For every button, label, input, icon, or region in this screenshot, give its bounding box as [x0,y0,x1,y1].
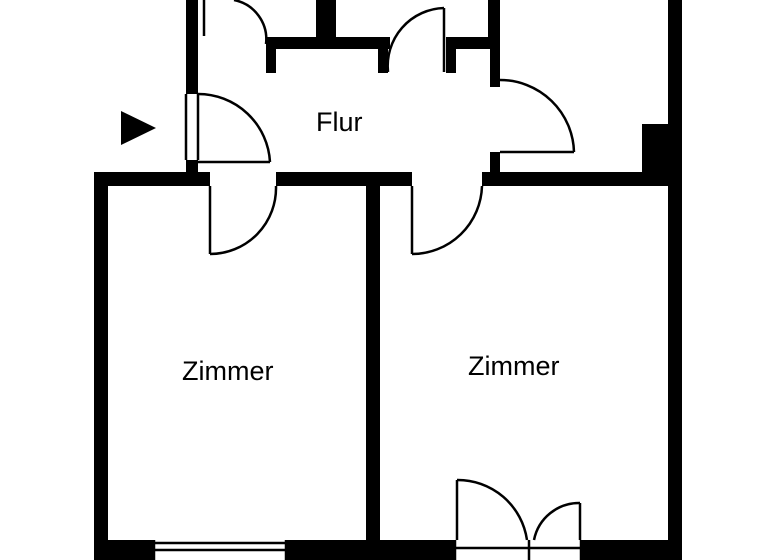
flur-west-wall [186,36,198,94]
door-zimmer-right [410,185,484,256]
wall-segment [378,37,388,73]
flur-north-wall [266,37,500,87]
door-zimmer-left [208,185,278,256]
wall-right-exterior [668,0,682,560]
wall-middle-partition [366,172,380,560]
bottom-window-left [152,540,288,560]
wall-segment [446,37,456,73]
door-balcony-swings [455,478,582,541]
room-label-zimmer-left: Zimmer [182,356,273,386]
wall-segment [490,37,500,87]
wall-rooms-top-right [482,172,678,186]
wall-left-exterior [94,172,108,560]
room-label-flur: Flur [316,107,363,137]
room-label-zimmer-right: Zimmer [468,351,559,381]
entrance-door [184,92,272,164]
door-upper-left [202,0,268,45]
triangle-arrow-icon [121,111,156,145]
wall-segment [266,37,276,73]
flur-east-partition [490,152,500,186]
door-upper-right [499,78,576,154]
upper-walls [186,0,682,560]
wall-top-right-stub [488,0,500,40]
wall-rooms-top-mid [276,172,412,186]
wall-segment [266,37,390,49]
wall-top-pillar [316,0,336,38]
wall-rooms-top-left [94,172,210,186]
bottom-balcony-door [453,540,583,560]
door-upper-middle [386,6,446,73]
wall-segment [446,37,500,49]
wall-top-left-stub [186,0,198,40]
